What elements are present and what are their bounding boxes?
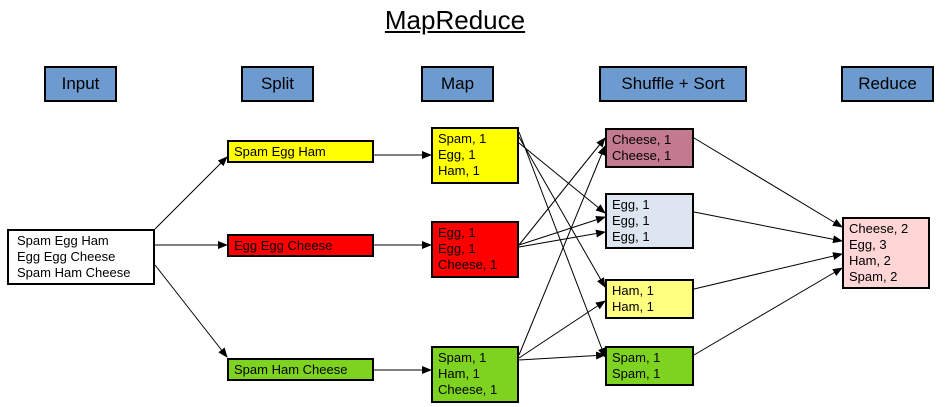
stage-label-reduce: Reduce bbox=[858, 74, 917, 93]
shuffle-pair: Egg, 1 bbox=[612, 213, 650, 228]
split-box-1: Spam Egg Ham bbox=[227, 140, 374, 163]
stage-header-split: Split bbox=[241, 66, 314, 102]
map-box-3: Spam, 1 Ham, 1 Cheese, 1 bbox=[431, 346, 519, 403]
reduce-pair: Spam, 2 bbox=[849, 269, 898, 284]
stage-label-map: Map bbox=[440, 74, 475, 93]
map-pair: Egg, 1 bbox=[438, 225, 476, 240]
arrow-ham-to-reduce bbox=[693, 252, 843, 290]
arrow-input-to-split-3 bbox=[154, 264, 228, 358]
arrow-map-1-to-ham bbox=[518, 136, 606, 288]
map-box-2: Egg, 1 Egg, 1 Cheese, 1 bbox=[431, 221, 519, 278]
shuffle-box-spam: Spam, 1 Spam, 1 bbox=[605, 346, 694, 386]
map-box-1: Spam, 1 Egg, 1 Ham, 1 bbox=[431, 127, 519, 184]
map-pair: Egg, 1 bbox=[438, 147, 476, 162]
shuffle-pair: Cheese, 1 bbox=[612, 148, 672, 163]
input-line: Spam Ham Cheese bbox=[17, 265, 131, 280]
shuffle-box-egg: Egg, 1 Egg, 1 Egg, 1 bbox=[605, 193, 694, 249]
stage-label-input: Input bbox=[61, 74, 100, 93]
arrow-map-3-to-ham bbox=[518, 300, 606, 359]
shuffle-pair: Spam, 1 bbox=[612, 350, 661, 365]
shuffle-pair: Egg, 1 bbox=[612, 229, 650, 244]
stage-header-shuffle: Shuffle + Sort bbox=[599, 66, 747, 102]
split-box-3: Spam Ham Cheese bbox=[227, 358, 374, 381]
stage-header-map: Map bbox=[421, 66, 494, 102]
arrow-map-3-to-spam bbox=[518, 351, 606, 361]
map-pair: Ham, 1 bbox=[438, 163, 480, 178]
input-box: Spam Egg Ham Egg Egg Cheese Spam Ham Che… bbox=[7, 229, 155, 285]
split-box-2: Egg Egg Cheese bbox=[227, 234, 374, 257]
arrow-map-2-to-egg-b bbox=[518, 229, 606, 248]
shuffle-pair: Egg, 1 bbox=[612, 197, 650, 212]
reduce-pair: Cheese, 2 bbox=[849, 221, 909, 236]
arrow-input-to-split-1 bbox=[154, 156, 228, 230]
input-line: Spam Egg Ham bbox=[17, 233, 109, 248]
split-line: Egg Egg Cheese bbox=[234, 238, 333, 253]
arrow-map-2-to-cheese bbox=[518, 137, 606, 246]
arrow-map-2-to-egg-a bbox=[518, 215, 606, 246]
shuffle-pair: Ham, 1 bbox=[612, 299, 654, 314]
reduce-pair: Egg, 3 bbox=[849, 237, 887, 252]
split-line: Spam Ham Cheese bbox=[234, 362, 348, 377]
map-pair: Cheese, 1 bbox=[438, 257, 498, 272]
arrow-map-3-to-cheese bbox=[518, 145, 606, 356]
arrow-cheese-to-reduce bbox=[693, 137, 843, 228]
input-line: Egg Egg Cheese bbox=[17, 249, 116, 264]
page-title: MapReduce bbox=[384, 5, 526, 35]
map-pair: Egg, 1 bbox=[438, 241, 476, 256]
reduce-box: Cheese, 2 Egg, 3 Ham, 2 Spam, 2 bbox=[842, 217, 930, 289]
arrow-map-1-to-spam bbox=[518, 131, 606, 358]
map-pair: Ham, 1 bbox=[438, 366, 480, 381]
split-line: Spam Egg Ham bbox=[234, 144, 326, 159]
stage-header-reduce: Reduce bbox=[841, 66, 934, 102]
stage-header-input: Input bbox=[44, 66, 117, 102]
reduce-pair: Ham, 2 bbox=[849, 253, 891, 268]
shuffle-box-cheese: Cheese, 1 Cheese, 1 bbox=[605, 128, 694, 168]
shuffle-pair: Ham, 1 bbox=[612, 283, 654, 298]
stage-label-shuffle: Shuffle + Sort bbox=[621, 74, 725, 93]
arrow-map-1-to-egg bbox=[518, 142, 606, 214]
arrow-spam-to-reduce bbox=[693, 267, 843, 356]
stage-label-split: Split bbox=[260, 74, 295, 93]
shuffle-box-ham: Ham, 1 Ham, 1 bbox=[605, 279, 694, 319]
shuffle-pair: Cheese, 1 bbox=[612, 132, 672, 147]
shuffle-pair: Spam, 1 bbox=[612, 366, 661, 381]
map-pair: Cheese, 1 bbox=[438, 382, 498, 397]
map-pair: Spam, 1 bbox=[438, 131, 487, 146]
map-pair: Spam, 1 bbox=[438, 350, 487, 365]
arrow-egg-to-reduce bbox=[693, 211, 843, 244]
